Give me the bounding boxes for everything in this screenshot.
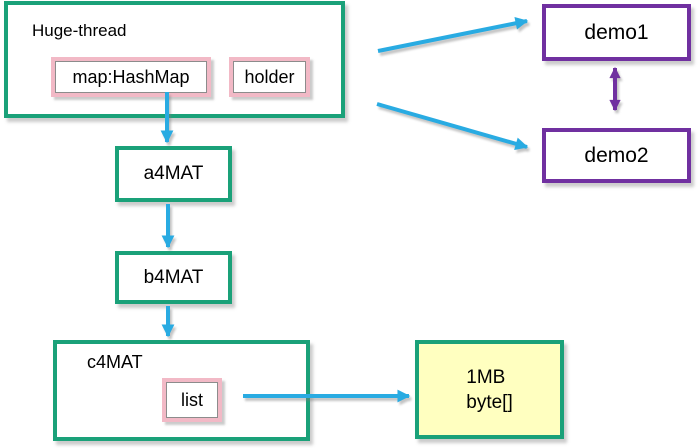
byte-array-box: 1MB byte[] — [415, 340, 564, 439]
b4mat-label: b4MAT — [143, 266, 204, 288]
demo2-label: demo2 — [584, 143, 649, 167]
b4mat-box: b4MAT — [115, 251, 232, 304]
demo1-box: demo1 — [542, 4, 691, 61]
arrow-huge-to-demo2 — [376, 102, 529, 150]
holder-box: holder — [229, 57, 310, 97]
demo2-box: demo2 — [542, 128, 691, 183]
holder-label: holder — [244, 66, 295, 87]
map-hashmap-label: map:HashMap — [72, 66, 190, 87]
list-box: list — [162, 378, 222, 422]
list-label: list — [181, 389, 203, 410]
byte-array-line2: byte[] — [466, 391, 513, 413]
byte-array-line1: 1MB — [466, 366, 506, 388]
map-hashmap-box: map:HashMap — [51, 57, 211, 97]
huge-thread-label: Huge-thread — [32, 21, 127, 40]
arrow-huge-to-demo1 — [377, 16, 529, 53]
a4mat-label: a4MAT — [143, 163, 204, 184]
demo1-label: demo1 — [584, 20, 649, 44]
huge-thread-box: Huge-thread map:HashMap holder — [4, 1, 345, 118]
byte-array-label: 1MB byte[] — [466, 365, 512, 415]
a4mat-box: a4MAT — [115, 146, 232, 202]
c4mat-label: c4MAT — [87, 352, 143, 372]
c4mat-box: c4MAT list — [53, 340, 310, 441]
